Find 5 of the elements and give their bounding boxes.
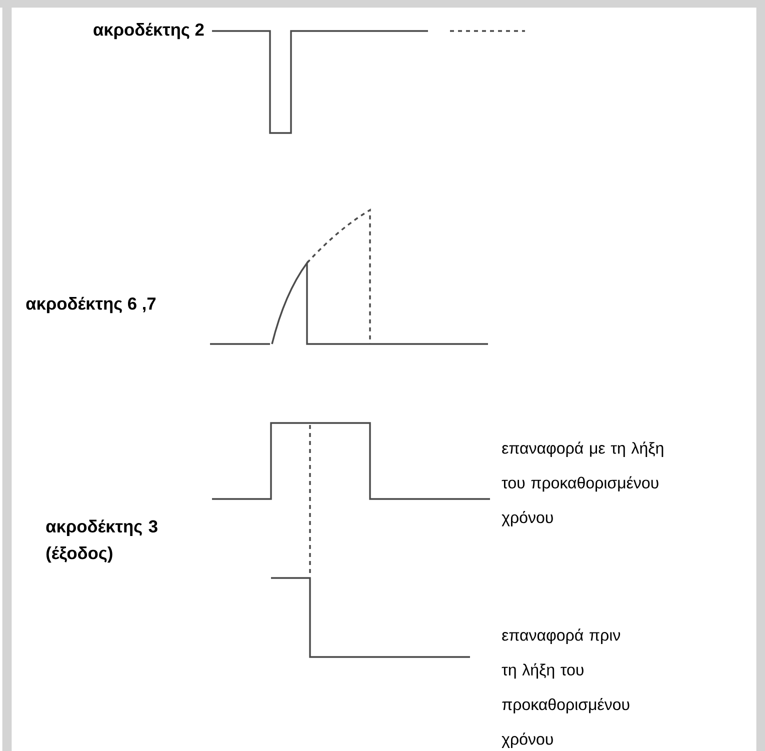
- pin-label: ακροδέκτης 6 ,7: [26, 296, 156, 314]
- note-text: επαναφορά πριν τη λήξη του προκαθορισμένου χρόνου: [502, 628, 630, 748]
- note-text: επαναφορά με τη λήξη του προκαθορισμένου χρόνου: [502, 442, 664, 526]
- pin-label: ακροδέκτης 3 (έξοδος): [46, 520, 158, 563]
- pin-label: ακροδέκτης 2: [94, 22, 204, 40]
